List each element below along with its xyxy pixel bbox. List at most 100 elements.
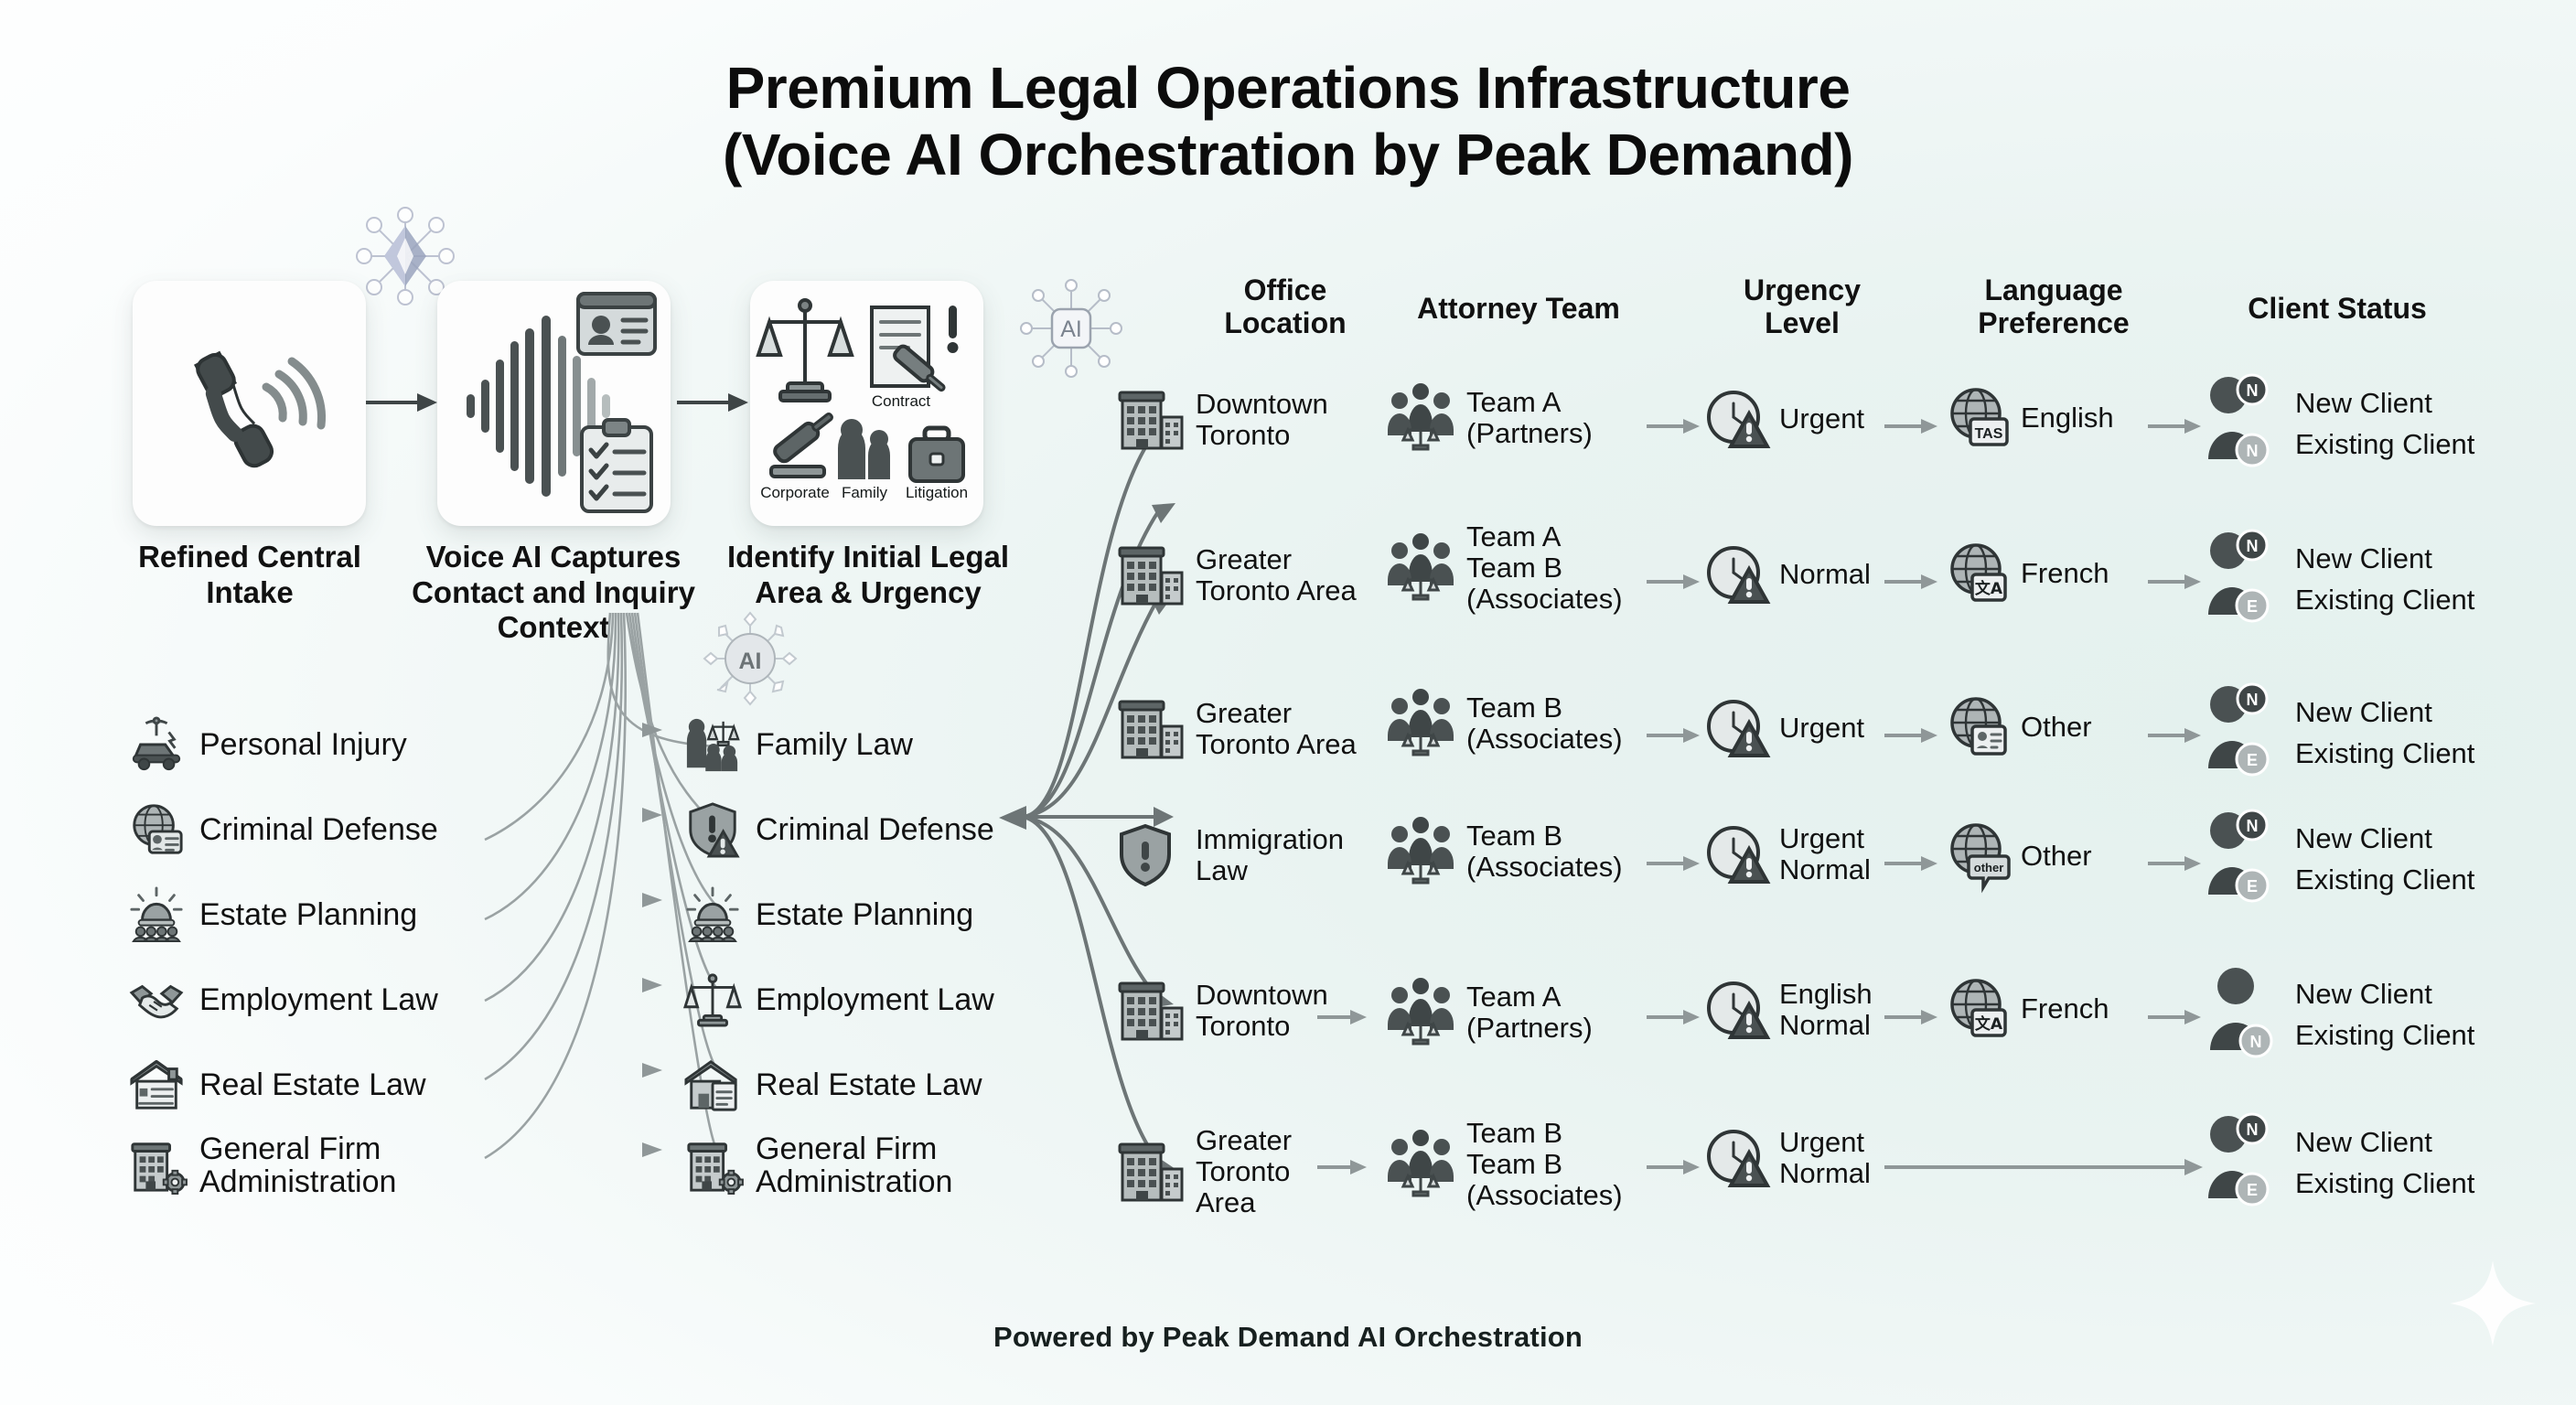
status-new-badge: N <box>2247 691 2259 709</box>
clock-alert-icon <box>1707 546 1771 604</box>
practice-routed-row-5[interactable]: General Firm Administration <box>684 1132 952 1198</box>
matrix-row-2-urgency[interactable]: Urgent <box>1703 695 1864 761</box>
matrix-row-1-arrow-3 <box>2148 574 2201 589</box>
matrix-row-2-status-new: New Client <box>2295 695 2432 728</box>
attorney-team-icon <box>1388 383 1454 451</box>
matrix-row-0-team[interactable]: Team A (Partners) <box>1385 382 1593 454</box>
practice-routed-row-4[interactable]: Real Estate Law <box>684 1056 982 1113</box>
office-gear-icon <box>687 1142 744 1195</box>
gem-network-icon <box>356 207 455 306</box>
matrix-row-0-team-label: Team A (Partners) <box>1466 385 1593 449</box>
matrix-row-3-language[interactable]: other Other <box>1947 821 2092 894</box>
clock-alert-icon <box>1707 1130 1771 1187</box>
criminal-globe-id-icon <box>133 804 183 854</box>
globe-id-icon <box>1950 697 2007 756</box>
practice-input-label-4: Real Estate Law <box>199 1067 426 1102</box>
matrix-row-4-arrow-1 <box>1647 1010 1700 1024</box>
matrix-row-1-team-label: Team A Team B (Associates) <box>1466 520 1623 616</box>
matrix-row-5-urgency[interactable]: Urgent Normal <box>1703 1125 1871 1191</box>
practice-routed-label-0: Family Law <box>756 726 913 762</box>
column-header-client-status: Client Status <box>2248 292 2427 325</box>
matrix-row-1-arrow-1 <box>1647 574 1700 589</box>
family-scales-icon <box>686 718 740 772</box>
globe-translate-icon: 文A <box>1950 979 2007 1037</box>
attorney-team-icon <box>1388 533 1454 601</box>
matrix-row-1-language-label: French <box>2021 556 2109 589</box>
attorney-team-icon <box>1388 689 1454 756</box>
practice-input-row-3[interactable]: Employment Law <box>128 971 438 1028</box>
practice-input-row-0[interactable]: Personal Injury <box>128 716 407 773</box>
attorney-team-icon <box>1388 1130 1454 1197</box>
matrix-row-1-team[interactable]: Team A Team B (Associates) <box>1385 520 1623 616</box>
scales-icon <box>682 973 743 1027</box>
matrix-row-3-office[interactable]: Immigration Law <box>1118 821 1344 889</box>
matrix-row-3-status-existing: Existing Client <box>2295 863 2475 896</box>
matrix-row-2-language[interactable]: Other <box>1947 695 2092 759</box>
matrix-row-5-team[interactable]: Team B Team B (Associates) <box>1385 1117 1623 1211</box>
matrix-row-0-urgency[interactable]: Urgent <box>1703 386 1864 452</box>
client-status-ne-icon: N E <box>2208 529 2270 623</box>
matrix-row-4-team-label: Team A (Partners) <box>1466 980 1593 1044</box>
matrix-row-0-office-label: Downtown Toronto <box>1196 387 1328 451</box>
matrix-row-1-language[interactable]: 文A French <box>1947 542 2109 606</box>
attorney-team-icon <box>1388 978 1454 1046</box>
matrix-row-3-team[interactable]: Team B (Associates) <box>1385 816 1623 887</box>
stage-label-3: Identify Initial Legal Area & Urgency <box>726 540 1010 609</box>
practice-routed-row-0[interactable]: Family Law <box>684 716 913 773</box>
practice-input-row-2[interactable]: Estate Planning <box>128 886 417 943</box>
matrix-row-5-arrow-0 <box>1317 1160 1367 1174</box>
matrix-row-0-status-new: New Client <box>2295 386 2432 419</box>
legal-areas-icon: Contract <box>755 298 968 501</box>
practice-input-row-5[interactable]: General Firm Administration <box>128 1132 396 1198</box>
alert-badge-icon <box>947 306 958 353</box>
matrix-row-5-office[interactable]: Greater Toronto Area <box>1118 1124 1292 1218</box>
practice-input-label-2: Estate Planning <box>199 896 418 932</box>
stage-label-1: Refined Central Intake <box>138 540 361 609</box>
matrix-row-2-team[interactable]: Team B (Associates) <box>1385 688 1623 759</box>
practice-routed-row-2[interactable]: Estate Planning <box>684 886 973 943</box>
matrix-row-0-language[interactable]: TAS English <box>1947 386 2114 450</box>
matrix-row-4-language[interactable]: 文A French <box>1947 977 2109 1041</box>
matrix-row-1-urgency[interactable]: Normal <box>1703 542 1871 607</box>
practice-routed-row-1[interactable]: Criminal Defense <box>684 801 994 858</box>
stage-card-identify-legal-area[interactable]: Contract <box>750 281 983 526</box>
matrix-row-1-office[interactable]: Greater Toronto Area <box>1118 542 1357 609</box>
column-header-language-preference: Language Preference <box>1978 273 2130 339</box>
stage-arrow-2-3 <box>677 393 748 412</box>
matrix-row-3-arrow-2 <box>1884 856 1937 871</box>
stage-card-refined-central-intake[interactable] <box>133 281 366 526</box>
status-existing-badge: N <box>2247 442 2259 460</box>
practice-input-row-1[interactable]: Criminal Defense <box>128 801 438 858</box>
status-existing-badge: E <box>2247 751 2258 769</box>
matrix-row-3-urgency[interactable]: Urgent Normal <box>1703 821 1871 887</box>
practice-routed-row-3[interactable]: Employment Law <box>682 971 994 1028</box>
practice-routed-label-5: General Firm Administration <box>756 1132 953 1200</box>
title-line-1: Premium Legal Operations Infrastructure <box>725 55 1851 121</box>
matrix-row-0-office[interactable]: Downtown Toronto <box>1118 386 1328 454</box>
page-title: Premium Legal Operations Infrastructure … <box>0 55 2576 188</box>
matrix-row-4-office[interactable]: Downtown Toronto <box>1118 977 1328 1045</box>
matrix-row-4-urgency[interactable]: English Normal <box>1703 977 1873 1043</box>
matrix-row-0-arrow-2 <box>1884 419 1937 434</box>
matrix-row-4-team[interactable]: Team A (Partners) <box>1385 977 1593 1048</box>
matrix-row-4-status-new: New Client <box>2295 977 2432 1010</box>
practice-input-row-4[interactable]: Real Estate Law <box>128 1056 426 1113</box>
column-header-office-location: Office Location <box>1224 273 1347 339</box>
contact-card-icon <box>575 292 657 356</box>
house-document-icon <box>684 1060 737 1111</box>
legal-inner-label-contract: Contract <box>871 392 930 410</box>
stage-card-voice-ai-capture[interactable] <box>437 281 671 526</box>
office-building-icon <box>1118 546 1184 606</box>
legal-inner-label-corporate: Corporate <box>760 484 830 501</box>
matrix-row-2-office[interactable]: Greater Toronto Area <box>1118 695 1357 763</box>
matrix-row-2-arrow-2 <box>1884 728 1937 743</box>
matrix-row-3-language-label: Other <box>2021 839 2092 872</box>
status-new-badge: N <box>2247 381 2259 400</box>
